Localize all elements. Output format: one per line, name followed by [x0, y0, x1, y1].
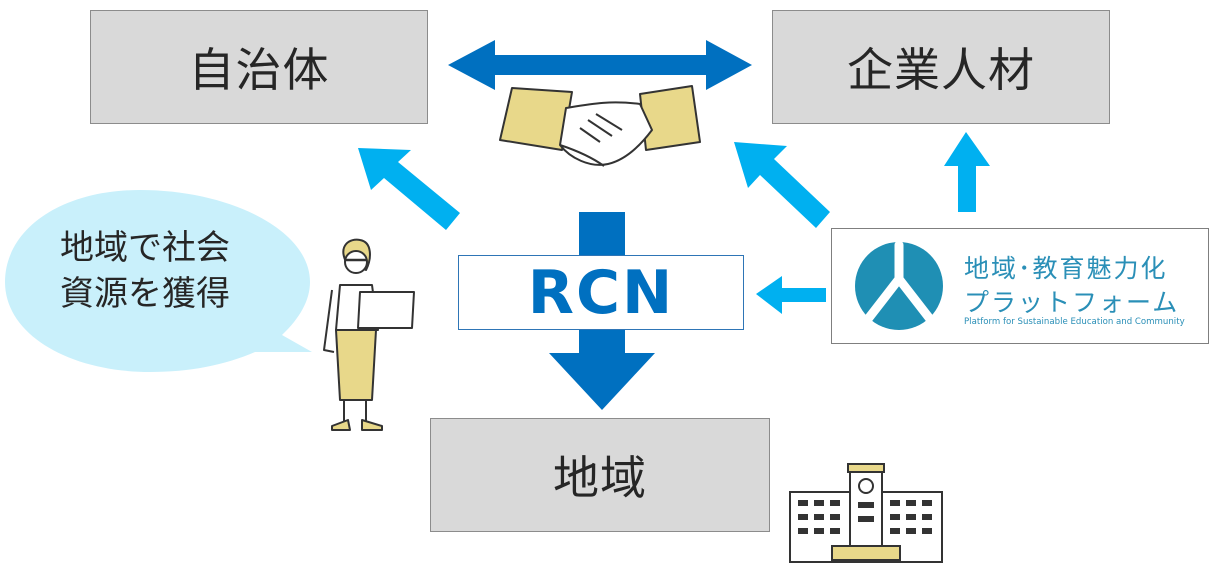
- arrow-to-rcn: [756, 276, 826, 314]
- platform-english-name: Platform for Sustainable Education and C…: [964, 317, 1185, 327]
- platform-logo-icon: [855, 240, 943, 330]
- bubble-text: 地域で社会 資源を獲得: [30, 225, 260, 317]
- platform-title-line-1: 地域･教育魅力化: [964, 254, 1168, 283]
- node-kigyo-label: 企業人材: [847, 43, 1035, 97]
- node-rcn: RCN: [458, 255, 744, 330]
- arrow-to-kigyo-up: [944, 132, 990, 212]
- arrow-to-jichitai: [358, 148, 460, 230]
- node-rcn-label: RCN: [527, 257, 675, 328]
- node-jichitai: 自治体: [90, 10, 428, 124]
- node-chiiki-label: 地域: [553, 451, 647, 505]
- arrow-to-kigyo-left: [734, 142, 830, 228]
- bubble-line-1: 地域で社会: [60, 228, 230, 268]
- platform-box: 地域･教育魅力化 プラットフォーム Platform for Sustainab…: [831, 228, 1209, 344]
- node-kigyo: 企業人材: [772, 10, 1110, 124]
- node-chiiki: 地域: [430, 418, 770, 532]
- platform-title-line-2: プラットフォーム: [964, 288, 1180, 317]
- bubble-line-2: 資源を獲得: [60, 274, 230, 314]
- double-arrow: [448, 40, 752, 90]
- node-jichitai-label: 自治体: [188, 43, 330, 97]
